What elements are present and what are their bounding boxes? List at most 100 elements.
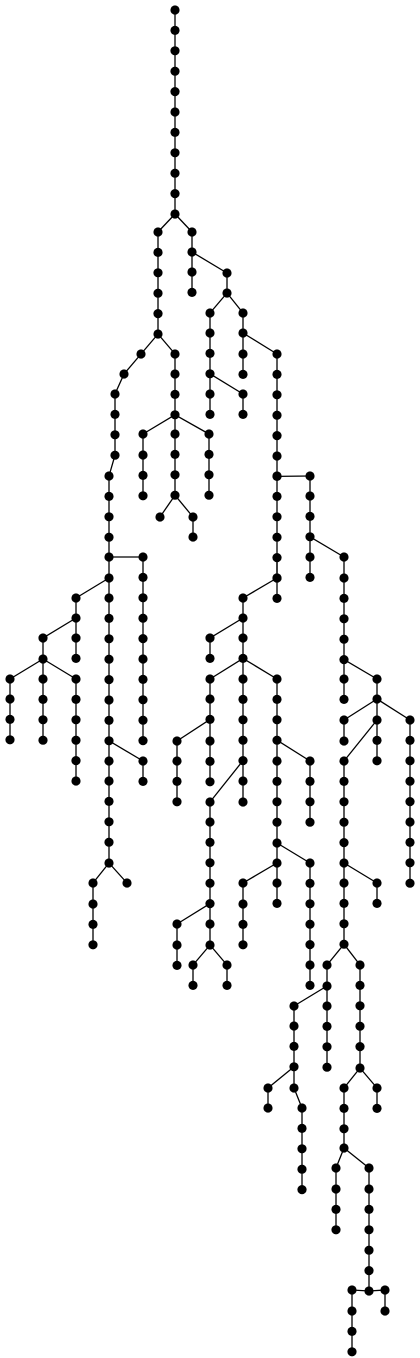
tree-node — [104, 573, 114, 583]
tree-node — [372, 1083, 382, 1093]
tree-node — [172, 919, 182, 929]
tree-node — [71, 694, 81, 705]
tree-node — [38, 633, 48, 643]
tree-node — [88, 878, 98, 888]
tree-node — [170, 46, 180, 56]
tree-edge — [42, 617, 77, 639]
tree-node — [238, 899, 248, 909]
tree-node — [272, 390, 282, 400]
tree-node — [364, 1204, 374, 1214]
tree-node — [272, 858, 282, 868]
tree-node — [170, 349, 180, 359]
tree-edge — [293, 985, 328, 1007]
tree-node — [138, 470, 148, 480]
tree-node — [272, 797, 282, 807]
tree-node — [272, 532, 282, 542]
tree-node — [322, 1042, 332, 1052]
tree-node — [372, 674, 382, 684]
tree-node — [71, 593, 81, 603]
tree-node — [205, 837, 215, 848]
tree-edge — [309, 536, 345, 558]
tree-edge — [209, 760, 244, 803]
tree-node — [339, 939, 349, 949]
tree-node — [153, 227, 163, 237]
tree-node — [372, 898, 382, 909]
tree-node — [339, 898, 349, 909]
tree-node — [339, 878, 349, 888]
tree-node — [238, 878, 248, 888]
tree-node — [347, 1285, 357, 1295]
tree-node — [170, 127, 180, 137]
tree-node — [205, 328, 215, 338]
tree-node — [238, 694, 248, 705]
tree-node — [138, 776, 148, 787]
tree-node — [272, 838, 282, 848]
tree-nodes — [5, 5, 415, 1357]
tree-edge — [343, 862, 378, 884]
tree-node — [187, 267, 197, 277]
tree-node — [297, 1164, 307, 1174]
tree-node — [347, 1326, 357, 1336]
tree-node — [5, 735, 15, 745]
tree-node — [205, 308, 215, 318]
tree-node — [104, 532, 114, 542]
tree-node — [355, 1042, 365, 1052]
tree-node — [110, 430, 120, 440]
tree-node — [170, 410, 180, 420]
tree-node — [5, 694, 15, 704]
tree-node — [222, 288, 232, 298]
tree-node — [172, 940, 182, 950]
tree-node — [364, 1266, 374, 1276]
tree-edge — [343, 1147, 370, 1169]
tree-node — [205, 348, 215, 358]
tree-node — [238, 797, 248, 807]
tree-node — [71, 776, 81, 786]
tree-node — [238, 308, 248, 318]
tree-node — [170, 429, 180, 439]
tree-edge — [108, 740, 144, 762]
tree-node — [305, 491, 315, 501]
tree-node — [205, 389, 215, 399]
tree-node — [104, 675, 114, 685]
tree-node — [136, 349, 146, 359]
tree-node — [331, 1163, 341, 1173]
tree-node — [138, 491, 148, 501]
tree-node — [339, 573, 349, 583]
tree-node — [38, 715, 48, 725]
tree-node — [238, 328, 248, 338]
tree-edge — [209, 373, 244, 395]
tree-node — [170, 189, 180, 199]
tree-node — [305, 471, 315, 481]
tree-node — [272, 512, 282, 522]
tree-node — [305, 511, 315, 521]
tree-node — [170, 107, 180, 117]
tree-node — [238, 735, 248, 745]
tree-node — [155, 512, 165, 522]
tree-node — [339, 694, 349, 705]
tree-node — [204, 470, 214, 480]
tree-node — [238, 389, 248, 399]
tree-edge — [267, 1066, 295, 1089]
tree-node — [339, 817, 349, 827]
tree-node — [322, 1001, 332, 1011]
tree-node — [347, 1347, 357, 1357]
tree-node — [372, 1103, 382, 1113]
tree-node — [339, 838, 349, 848]
tree-node — [38, 735, 48, 745]
tree-node — [272, 715, 282, 725]
tree-node — [355, 1063, 365, 1073]
tree-node — [289, 1041, 299, 1051]
tree-node — [205, 940, 215, 950]
tree-node — [305, 532, 315, 542]
tree-node — [305, 878, 315, 889]
tree-node — [339, 736, 349, 746]
tree-node — [339, 756, 349, 766]
tree-node — [71, 674, 81, 684]
tree-node — [305, 572, 315, 583]
tree-node — [238, 593, 248, 603]
tree-node — [138, 429, 148, 439]
tree-node — [305, 797, 315, 807]
tree-node — [71, 715, 81, 725]
tree-node — [405, 797, 415, 807]
